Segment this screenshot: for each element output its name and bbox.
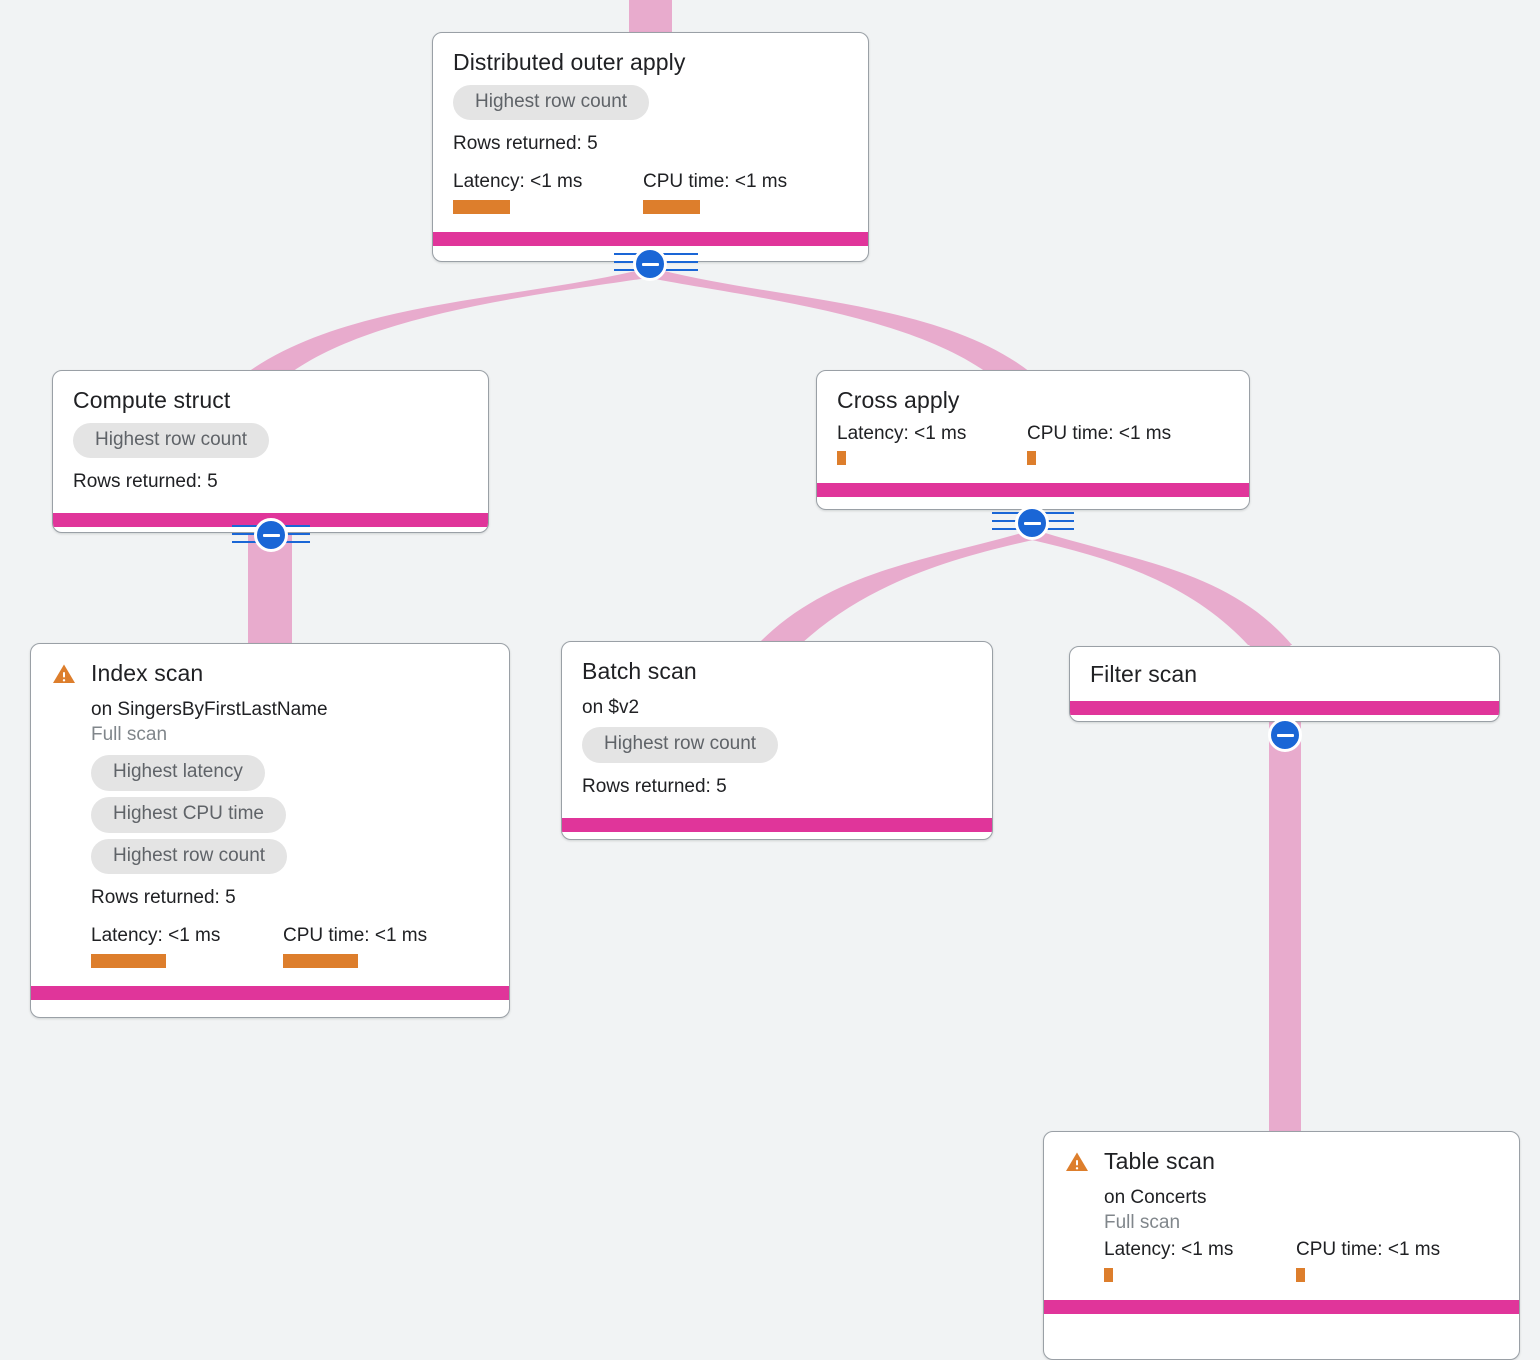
metric-cpu-time: CPU time: <1 ms	[283, 925, 427, 968]
badge-highest-cpu-time: Highest CPU time	[91, 796, 286, 833]
node-footer	[31, 985, 509, 1000]
node-body: Distributed outer apply Highest row coun…	[433, 33, 868, 232]
collapse-toggle-filter-scan[interactable]	[1268, 718, 1302, 752]
metric-latency-label: Latency: <1 ms	[91, 925, 221, 947]
node-filter-scan[interactable]: Filter scan	[1069, 646, 1500, 722]
collapse-toggle-distributed-outer-apply[interactable]	[633, 247, 667, 281]
node-badges: Highest row count	[582, 727, 972, 769]
metric-cpu-time-label: CPU time: <1 ms	[643, 171, 788, 193]
node-title: Cross apply	[837, 387, 960, 413]
node-subtitle: on $v2	[582, 696, 640, 718]
metric-cpu-time-bar	[283, 953, 358, 968]
node-title-row: Cross apply	[837, 387, 1229, 415]
warning-triangle-icon	[1066, 1152, 1088, 1171]
node-footer	[433, 231, 868, 246]
node-detail-block: on SingersByFirstLastName Full scan High…	[51, 698, 489, 968]
badge-highest-row-count: Highest row count	[91, 838, 288, 875]
edge-root-to-compute-struct	[248, 268, 660, 372]
metric-cpu-time-label: CPU time: <1 ms	[283, 925, 428, 947]
badge-highest-row-count: Highest row count	[582, 727, 779, 764]
node-badges: Highest latency Highest CPU time Highest…	[91, 755, 489, 880]
node-footer	[562, 817, 992, 832]
edge-filter-scan-to-table-scan	[1269, 722, 1301, 1133]
node-detail-block: on Concerts Full scan Latency: <1 ms CPU…	[1064, 1186, 1499, 1282]
metric-latency: Latency: <1 ms	[1104, 1239, 1296, 1282]
metric-latency: Latency: <1 ms	[91, 925, 283, 968]
metric-latency-bar	[1104, 1267, 1113, 1282]
node-metrics: Latency: <1 ms CPU time: <1 ms	[453, 171, 848, 214]
rows-returned: Rows returned: 5	[453, 133, 598, 155]
node-body: Batch scan on $v2 Highest row count Rows…	[562, 642, 992, 818]
metric-latency-bar	[453, 199, 510, 214]
badge-highest-latency: Highest latency	[91, 755, 265, 791]
metric-cpu-time: CPU time: <1 ms	[1027, 423, 1171, 466]
metric-latency-bar	[837, 451, 846, 466]
metric-cpu-time-bar	[643, 199, 700, 214]
node-title-row: Filter scan	[1090, 661, 1479, 689]
collapse-toggle-compute-struct[interactable]	[254, 518, 288, 552]
node-title: Table scan	[1104, 1148, 1215, 1174]
node-subtitle: on SingersByFirstLastName	[91, 698, 328, 720]
node-title: Index scan	[91, 660, 204, 686]
node-body: Index scan on SingersByFirstLastName Ful…	[31, 644, 509, 986]
node-distributed-outer-apply[interactable]: Distributed outer apply Highest row coun…	[432, 32, 869, 262]
metric-cpu-time: CPU time: <1 ms	[643, 171, 787, 214]
edge-root-to-cross-apply	[650, 270, 1030, 372]
node-body: Compute struct Highest row count Rows re…	[53, 371, 488, 513]
node-metrics: Latency: <1 ms CPU time: <1 ms	[1104, 1239, 1499, 1282]
metric-cpu-time-bar	[1296, 1267, 1305, 1282]
node-title-row: Table scan	[1064, 1148, 1499, 1176]
edge-incoming-root	[629, 0, 672, 34]
edge-cross-apply-to-batch-scan	[757, 530, 1042, 645]
node-badges: Highest row count	[453, 84, 848, 127]
badge-highest-row-count: Highest row count	[73, 422, 270, 459]
rows-returned: Rows returned: 5	[91, 887, 236, 909]
metric-latency-label: Latency: <1 ms	[837, 422, 967, 444]
metric-cpu-time-label: CPU time: <1 ms	[1027, 422, 1172, 444]
metric-latency-bar	[91, 953, 166, 968]
node-batch-scan[interactable]: Batch scan on $v2 Highest row count Rows…	[561, 641, 993, 840]
node-badges: Highest row count	[73, 422, 468, 465]
node-title: Filter scan	[1090, 661, 1198, 687]
node-scan-note: Full scan	[1104, 1212, 1181, 1234]
node-subtitle: on Concerts	[1104, 1186, 1207, 1208]
node-body: Filter scan	[1070, 647, 1499, 701]
node-table-scan[interactable]: Table scan on Concerts Full scan Latency…	[1043, 1131, 1520, 1360]
node-scan-note: Full scan	[91, 724, 168, 746]
node-cross-apply[interactable]: Cross apply Latency: <1 ms CPU time: <1 …	[816, 370, 1250, 510]
node-footer	[817, 483, 1249, 498]
node-metrics: Latency: <1 ms CPU time: <1 ms	[91, 925, 489, 968]
node-title: Compute struct	[73, 387, 231, 413]
node-title-row: Distributed outer apply	[453, 49, 848, 77]
node-title: Distributed outer apply	[453, 49, 686, 75]
node-metrics: Latency: <1 ms CPU time: <1 ms	[837, 423, 1229, 466]
rows-returned: Rows returned: 5	[582, 776, 727, 798]
node-title-row: Index scan	[51, 660, 489, 688]
metric-latency-label: Latency: <1 ms	[1104, 1239, 1234, 1261]
metric-cpu-time-label: CPU time: <1 ms	[1296, 1239, 1441, 1261]
node-title-row: Compute struct	[73, 387, 468, 415]
node-footer	[1044, 1299, 1519, 1314]
collapse-toggle-cross-apply[interactable]	[1015, 506, 1049, 540]
node-index-scan[interactable]: Index scan on SingersByFirstLastName Ful…	[30, 643, 510, 1018]
metric-cpu-time-bar	[1027, 451, 1036, 466]
node-footer	[1070, 700, 1499, 715]
node-title-row: Batch scan	[582, 658, 972, 686]
node-body: Cross apply Latency: <1 ms CPU time: <1 …	[817, 371, 1249, 483]
metric-cpu-time: CPU time: <1 ms	[1296, 1239, 1440, 1282]
node-compute-struct[interactable]: Compute struct Highest row count Rows re…	[52, 370, 489, 533]
badge-highest-row-count: Highest row count	[453, 84, 650, 121]
metric-latency: Latency: <1 ms	[837, 423, 1027, 466]
warning-triangle-icon	[53, 664, 75, 683]
node-body: Table scan on Concerts Full scan Latency…	[1044, 1132, 1519, 1300]
rows-returned: Rows returned: 5	[73, 471, 218, 493]
node-title: Batch scan	[582, 658, 697, 684]
metric-latency-label: Latency: <1 ms	[453, 171, 583, 193]
edge-cross-apply-to-filter-scan	[1032, 532, 1292, 645]
metric-latency: Latency: <1 ms	[453, 171, 643, 214]
